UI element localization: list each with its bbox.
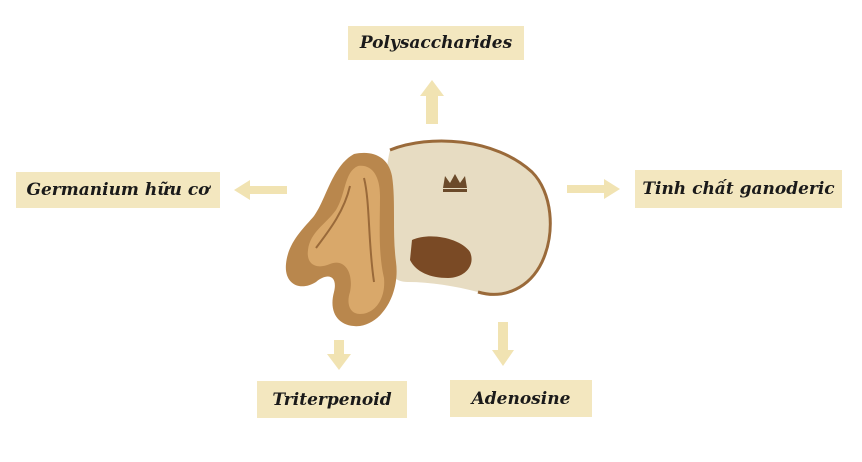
label-polysaccharides: Polysaccharides — [348, 26, 524, 60]
arrow-down-right-icon — [492, 322, 514, 366]
arrow-up-icon — [420, 80, 444, 124]
lingzhi-mushroom-image — [285, 139, 552, 327]
arrow-down-left-icon — [327, 340, 351, 370]
arrow-right-icon — [567, 179, 620, 199]
label-ganoderic: Tinh chất ganoderic — [635, 170, 842, 208]
arrow-left-icon — [234, 180, 287, 200]
label-germanium: Germanium hữu cơ — [16, 172, 220, 208]
label-triterpenoid: Triterpenoid — [257, 381, 407, 418]
crown-icon — [443, 174, 467, 192]
label-adenosine: Adenosine — [450, 380, 592, 417]
